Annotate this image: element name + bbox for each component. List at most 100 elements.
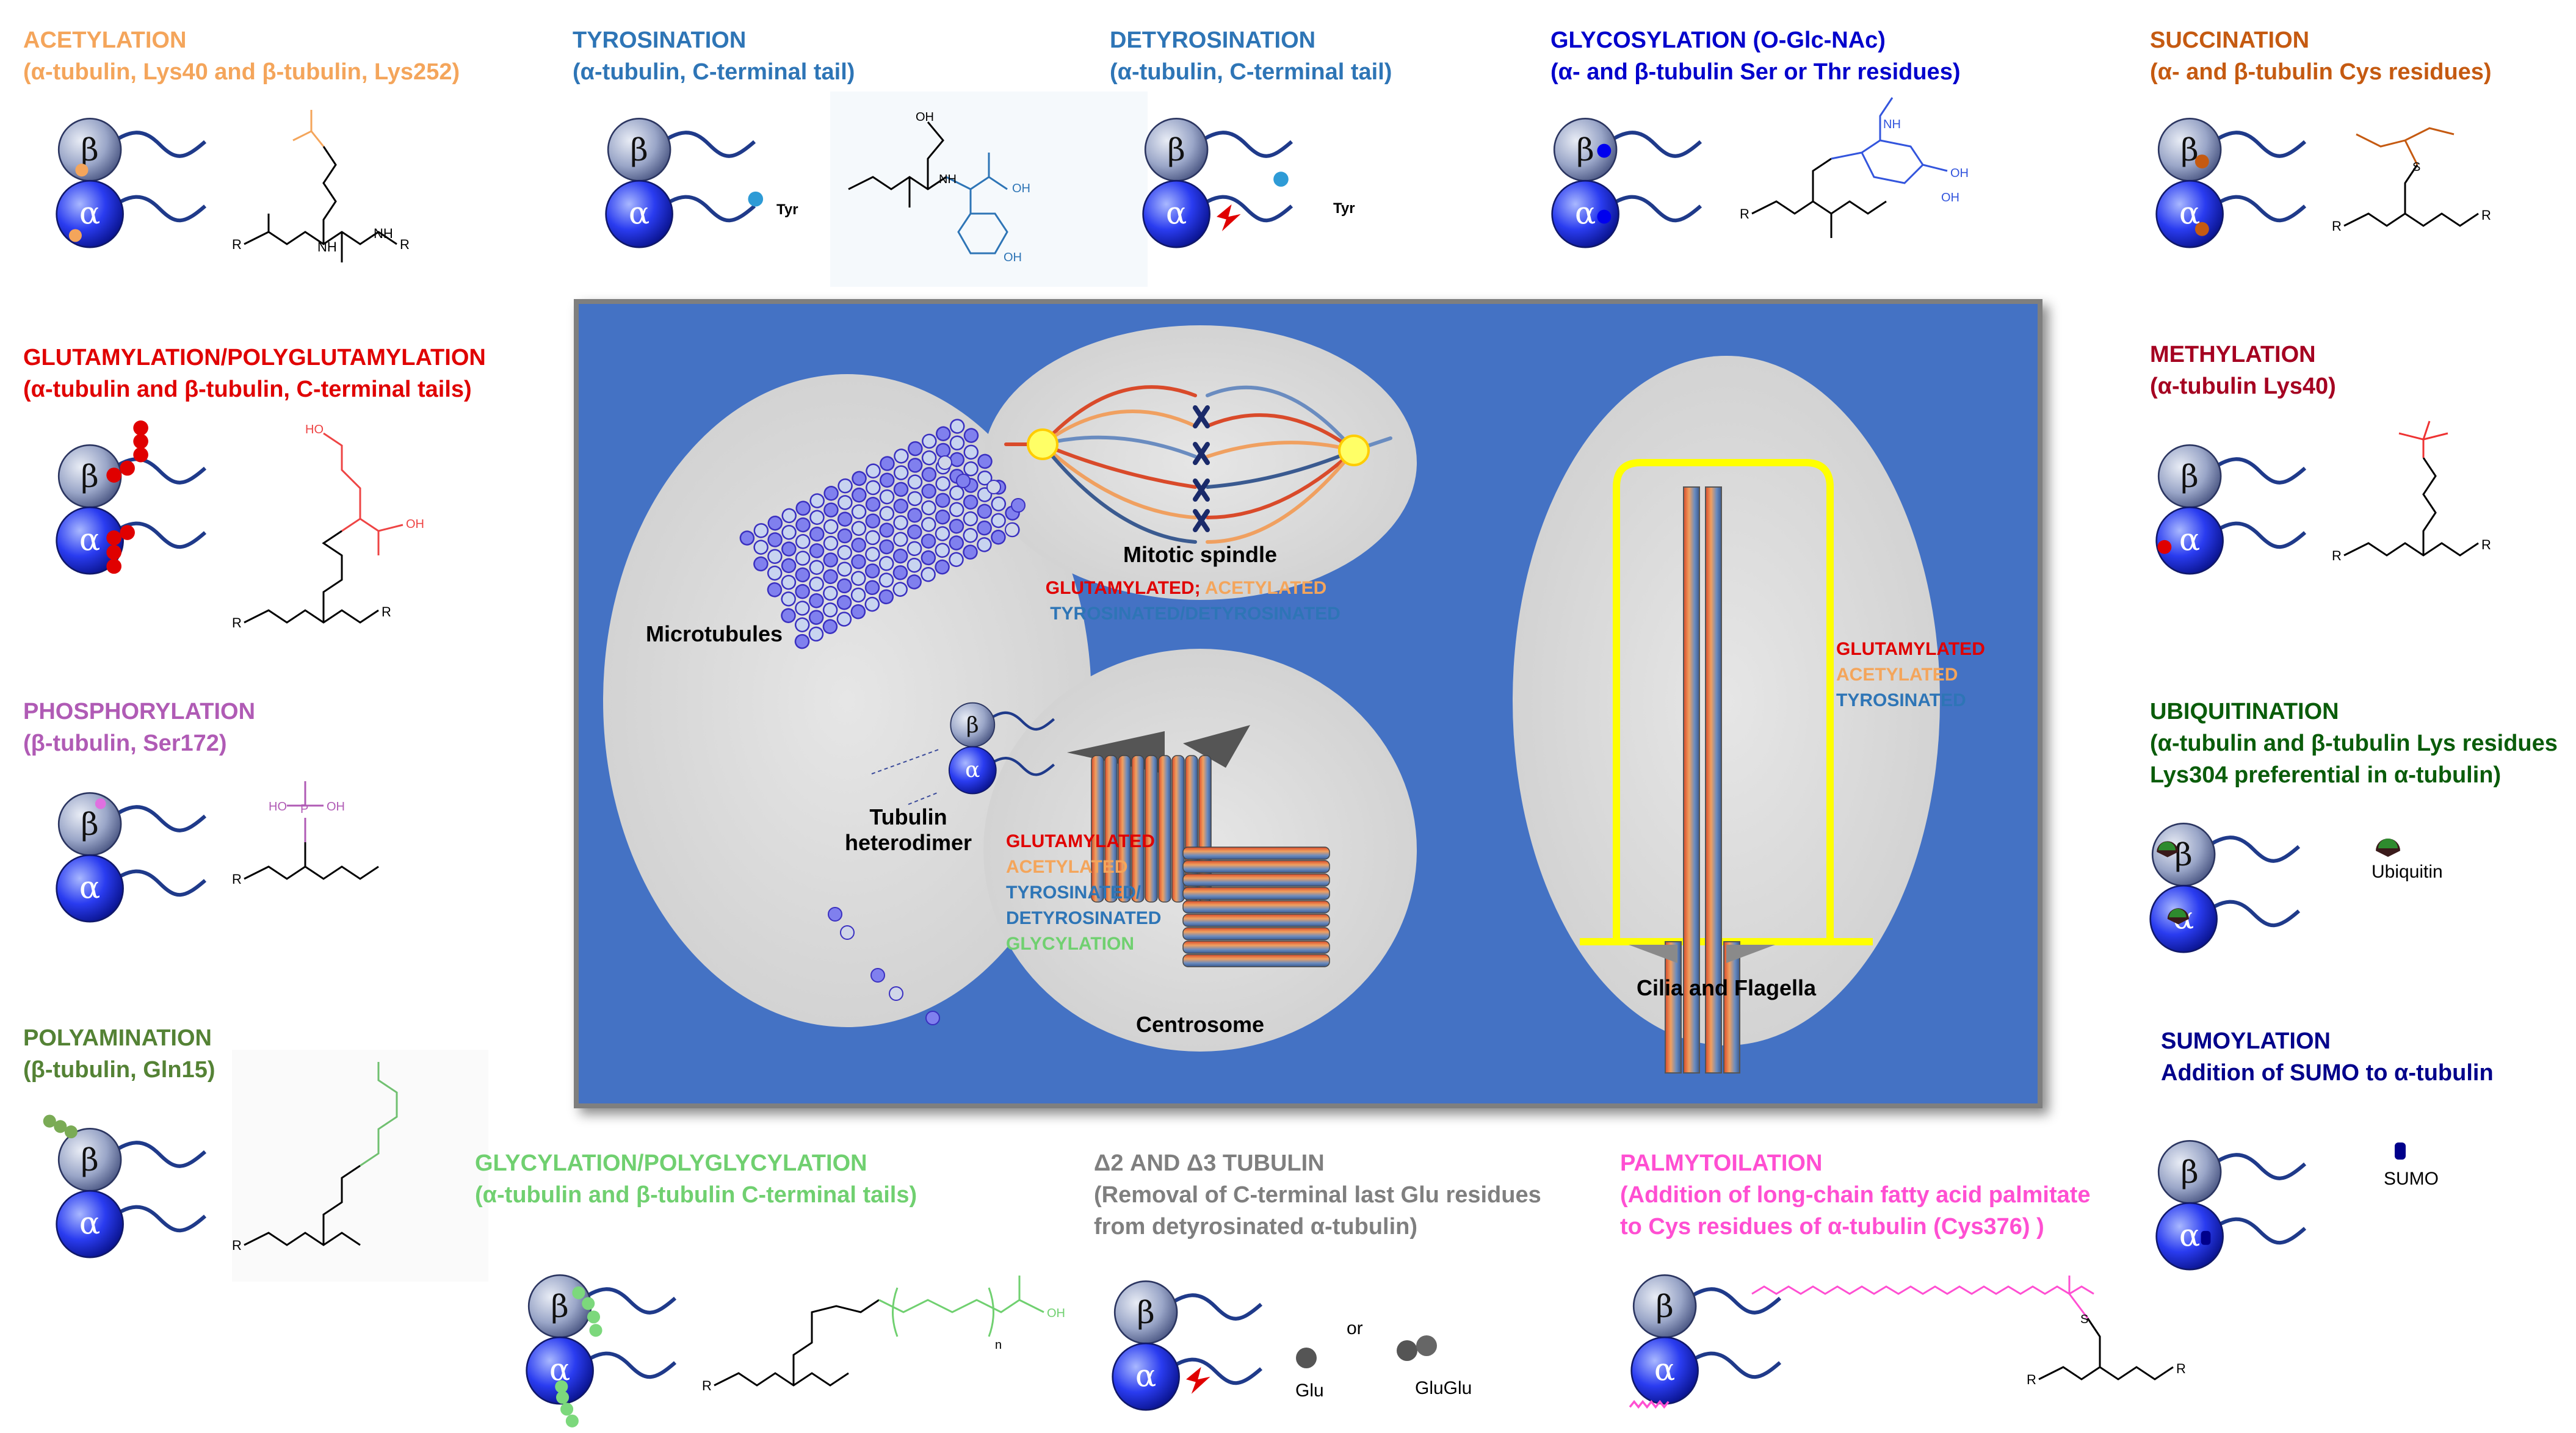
tubulin-subunit xyxy=(851,504,867,519)
tubulin-subunit xyxy=(963,461,979,477)
svg-text:HO: HO xyxy=(269,800,287,814)
spindle-glutamylated: GLUTAMYLATED; xyxy=(1045,578,1201,598)
svg-text:R: R xyxy=(2176,1361,2186,1376)
microtubules-label: Microtubules xyxy=(646,621,783,646)
polyamination-title: POLYAMINATION xyxy=(23,1025,212,1051)
tubulin-subunit xyxy=(907,458,923,473)
detyrosination-title: DETYROSINATION xyxy=(1110,27,1316,53)
tubulin-subunit xyxy=(892,582,908,597)
tubulin-subunit xyxy=(921,533,936,549)
cilia-mods: GLUTAMYLATED ACETYLATED TYROSINATED xyxy=(1836,637,1985,713)
polyamine-structure: R xyxy=(232,1050,488,1282)
svg-text:OH: OH xyxy=(1047,1307,1065,1320)
tubulin-subunit xyxy=(809,543,825,558)
centriole-microtubule xyxy=(1182,954,1330,967)
glycosylation-subtitle: (α- and β-tubulin Ser or Thr residues) xyxy=(1550,59,1961,85)
tubulin-subunit xyxy=(852,487,867,503)
succination-dimer xyxy=(2155,107,2332,260)
centriole-microtubule xyxy=(1182,846,1330,860)
svg-text:R: R xyxy=(232,872,242,887)
svg-text:R: R xyxy=(232,237,242,252)
tubulin-subunit xyxy=(963,528,978,543)
phosphorylation-subtitle: (β-tubulin, Ser172) xyxy=(23,731,227,756)
svg-text:S: S xyxy=(2080,1313,2088,1326)
delta-tubulin-title: Δ2 AND Δ3 TUBULIN xyxy=(1094,1150,1325,1176)
svg-text:OH: OH xyxy=(327,800,345,814)
tubulin-subunit xyxy=(795,567,811,583)
centrosome-mods: GLUTAMYLATED ACETYLATED TYROSINATED/ DET… xyxy=(1006,829,1161,957)
tubulin-subunit xyxy=(794,633,810,649)
tubulin-subunit xyxy=(935,543,950,558)
cilia-mod-3: TYROSINATED xyxy=(1836,690,1966,710)
tubulin-label-2: heterodimer xyxy=(844,830,972,855)
cilia-mod-1: GLUTAMYLATED xyxy=(1836,639,1985,659)
tubulin-subunit xyxy=(781,591,796,607)
glycylation-title: GLYCYLATION/POLYGLYCYLATION xyxy=(475,1150,867,1176)
tubulin-subunit xyxy=(963,444,979,460)
centriole-microtubule xyxy=(1182,940,1330,954)
tubulin-subunit xyxy=(823,486,839,501)
tubulin-subunit xyxy=(977,504,993,519)
tubulin-subunit xyxy=(753,556,769,572)
acetyl-mark-beta xyxy=(75,164,89,177)
glycosylation-dimer xyxy=(1550,107,1728,260)
cilia-mod-2: ACETYLATED xyxy=(1836,665,1958,685)
centriole-microtubule xyxy=(1182,860,1330,873)
tubulin-subunit xyxy=(866,480,881,496)
gluglu-balls-icon xyxy=(1397,1335,1437,1361)
tubulin-subunit xyxy=(949,552,964,568)
tubulin-subunit xyxy=(921,517,936,532)
tubulin-subunit xyxy=(907,474,923,489)
tubulin-subunit xyxy=(921,566,936,582)
tubulin-subunit xyxy=(949,535,964,550)
tubulin-subunit xyxy=(836,594,852,610)
tubulin-subunit xyxy=(991,529,1006,545)
cilia-label: Cilia and Flagella xyxy=(1636,975,1817,1000)
tubulin-subunit xyxy=(878,589,894,605)
sumoylation-dimer xyxy=(2155,1129,2332,1282)
svg-text:R: R xyxy=(2027,1372,2036,1387)
tubulin-subunit xyxy=(894,449,909,464)
trimethyl-lysine-structure: RR xyxy=(2332,421,2491,563)
tubulin-subunit xyxy=(795,500,811,516)
svg-text:OH: OH xyxy=(1950,167,1969,180)
free-tubulin xyxy=(828,907,842,922)
tubulin-subunit xyxy=(795,534,811,549)
tubulin-subunit xyxy=(837,511,853,527)
tubulin-subunit xyxy=(850,604,866,619)
tubulin-subunit xyxy=(781,508,797,524)
spindle-mods-line-2: TYROSINATED/DETYROSINATED xyxy=(1050,604,1340,624)
tubulin-subunit xyxy=(949,502,964,518)
palmitoyl-cys-structure: S R R xyxy=(1751,1276,2186,1387)
glycylation-dimer xyxy=(525,1263,702,1428)
ubiquitin-icon xyxy=(2376,839,2400,857)
delta-tubulin-subtitle-2: from detyrosinated α-tubulin) xyxy=(1094,1214,1418,1240)
tubulin-subunit xyxy=(767,532,783,547)
tubulin-subunit xyxy=(949,485,964,500)
palmitoylation-subtitle-2: to Cys residues of α-tubulin (Cys376) ) xyxy=(1620,1214,2044,1240)
methylation-dimer xyxy=(2155,433,2332,587)
ubiquitination-dimer xyxy=(2149,812,2326,965)
tubulin-subunit xyxy=(878,556,894,571)
tubulin-subunit xyxy=(949,518,964,534)
tubulin-subunit xyxy=(837,545,852,560)
tubulin-subunit xyxy=(921,550,936,566)
svg-text:R: R xyxy=(382,604,391,619)
glutamylation-subtitle: (α-tubulin and β-tubulin, C-terminal tai… xyxy=(23,377,472,402)
tubulin-subunit xyxy=(781,541,797,557)
phosphorylation-dimer xyxy=(55,781,232,934)
tubulin-subunit xyxy=(851,521,867,536)
free-tubulin xyxy=(986,480,1001,494)
tubulin-subunit xyxy=(823,502,839,518)
free-tubulin xyxy=(889,986,903,1001)
spindle-ellipse xyxy=(983,325,1417,600)
svg-text:n: n xyxy=(995,1338,1002,1352)
glycosylation-title: GLYCOSYLATION (O-Glc-NAc) xyxy=(1550,27,1886,53)
acetylation-title: ACETYLATION xyxy=(23,27,187,53)
tubulin-subunit xyxy=(795,583,810,599)
svg-text:NH: NH xyxy=(939,173,957,186)
tubulin-subunit xyxy=(781,558,797,574)
